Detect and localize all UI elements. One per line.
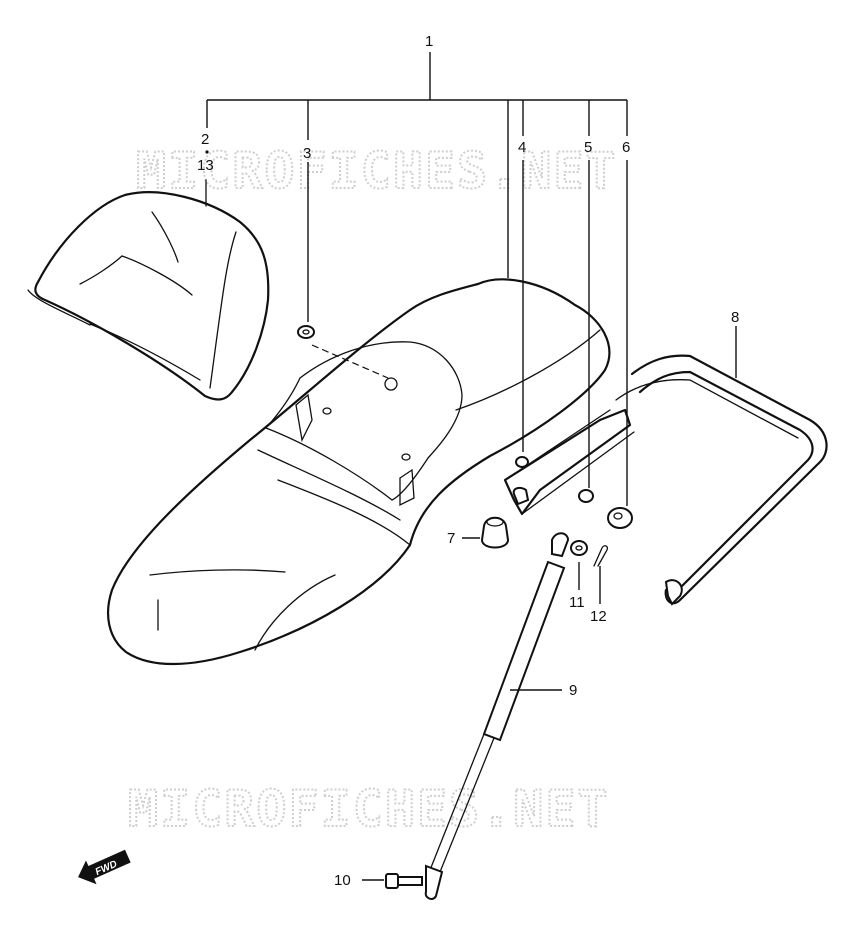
part-3-washer [297,325,398,391]
callout-6: 6 [622,139,630,156]
callout-2: 2 [201,131,209,148]
callout-9: 9 [569,682,577,699]
fwd-arrow-icon: FWD [78,849,131,885]
callout-4: 4 [518,139,526,156]
callout-7: 7 [447,530,455,547]
callout-3: 3 [303,145,311,162]
part-12-pin [593,545,609,604]
callout-10: 10 [334,872,351,889]
seat-part [106,278,611,666]
assembly-bracket [206,52,628,278]
callout-8: 8 [731,309,739,326]
part-11-washer [570,540,588,590]
fwd-label: FWD [94,859,119,878]
part-5-washer [578,489,594,503]
latch-bracket [503,408,635,516]
part-9-strut [424,532,570,900]
callout-5: 5 [584,139,592,156]
watermark-bottom: MICROFICHES.NET [128,780,610,838]
part-10-bolt [362,873,423,889]
watermark-top: MICROFICHES.NET [136,142,618,200]
part-6-bush [607,507,633,529]
callout-1: 1 [425,33,433,50]
part-7-stopper [462,516,510,549]
callout-12: 12 [590,608,607,625]
callout-11: 11 [569,594,585,611]
callout-13: 13 [197,157,214,174]
backrest-part [27,150,270,401]
part-8-frame [615,326,828,606]
